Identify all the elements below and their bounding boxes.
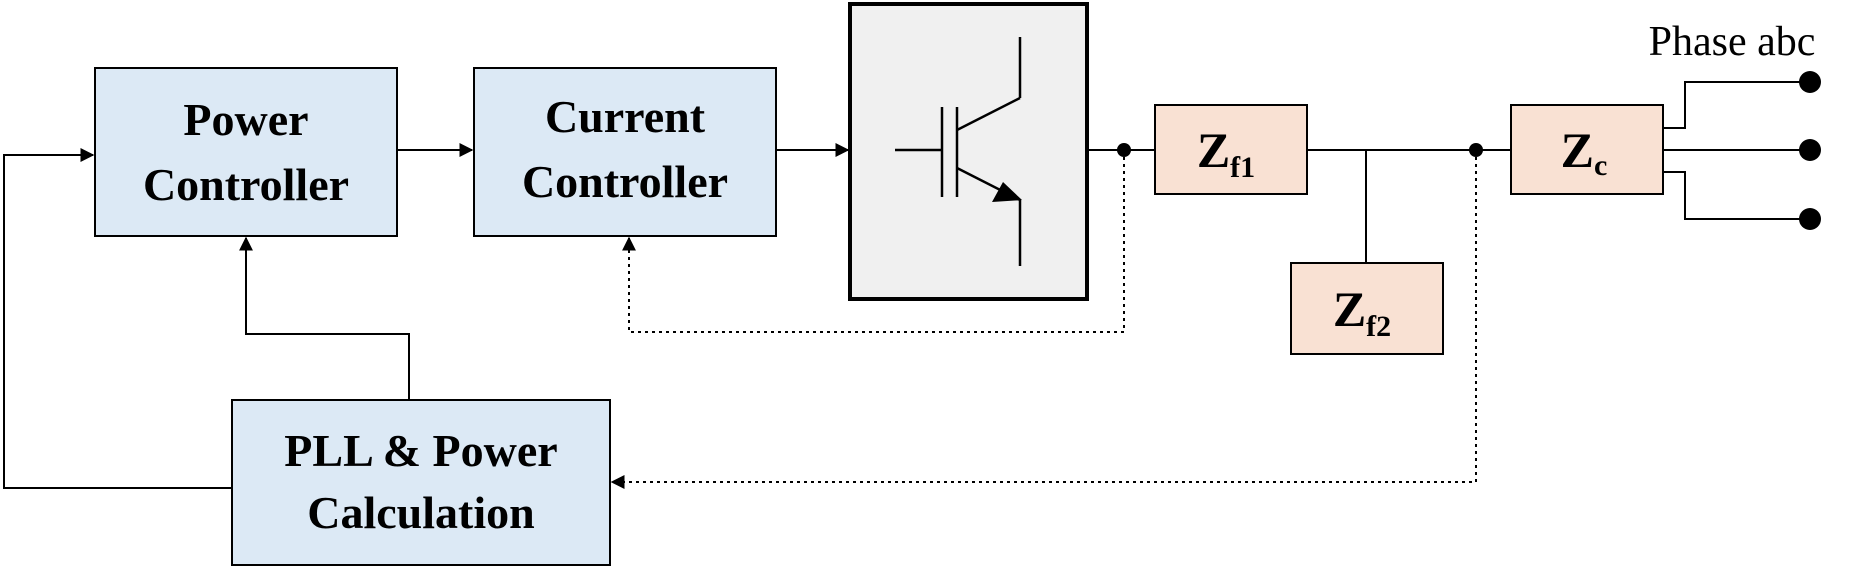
- svg-text:Zc: Zc: [1561, 122, 1608, 182]
- svg-text:Zf2: Zf2: [1333, 281, 1391, 343]
- phase-terminal-c: [1799, 208, 1821, 230]
- current-controller-label-1: Current: [545, 91, 706, 142]
- zc-sub: c: [1594, 149, 1607, 182]
- power-controller-block: Power Controller: [94, 67, 398, 237]
- power-controller-label-1: Power: [183, 94, 308, 145]
- svg-text:Zf1: Zf1: [1197, 122, 1255, 184]
- phase-terminal-a: [1799, 71, 1821, 93]
- power-controller-label-2: Controller: [143, 159, 349, 210]
- pll-power-calculation-block: PLL & Power Calculation: [231, 399, 611, 566]
- igbt-switch-block: [848, 2, 1089, 301]
- pll-label-1: PLL & Power: [284, 425, 557, 476]
- igbt-icon: [895, 37, 1022, 266]
- zf2-sub: f2: [1366, 310, 1391, 343]
- impedance-zc: Zc: [1510, 104, 1664, 195]
- zf2-main: Z: [1333, 281, 1366, 337]
- zf1-main: Z: [1197, 122, 1230, 178]
- impedance-zf2: Zf2: [1290, 262, 1444, 355]
- phase-abc-label: Phase abc: [1649, 19, 1816, 65]
- current-controller-label-2: Controller: [522, 156, 728, 207]
- zf1-sub: f1: [1230, 151, 1255, 184]
- pll-label-2: Calculation: [307, 487, 534, 538]
- signal-lines: [3, 143, 850, 489]
- zc-main: Z: [1561, 122, 1594, 178]
- current-controller-block: Current Controller: [473, 67, 777, 237]
- feedback-lines: [610, 150, 1477, 489]
- impedance-zf1: Zf1: [1154, 104, 1308, 195]
- phase-terminal-b: [1799, 139, 1821, 161]
